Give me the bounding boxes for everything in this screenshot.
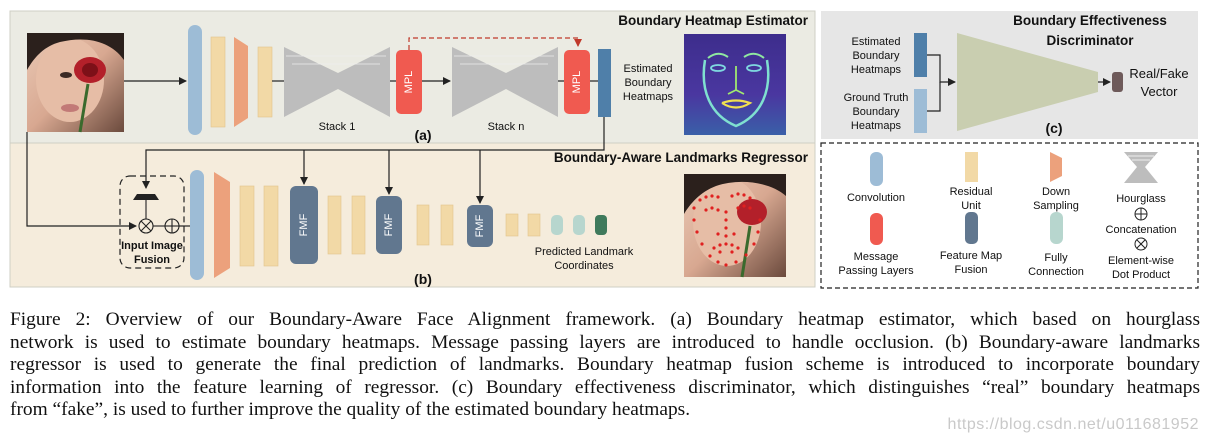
- mpl-block-2: MPL: [564, 50, 590, 114]
- caption-line-5: from “fake”, is used to further improve …: [10, 399, 691, 421]
- legend-hourglass-label: Hourglass: [1116, 193, 1166, 205]
- legend-mpl-label-1: Message: [854, 251, 899, 263]
- legend-convolution-swatch: [870, 152, 883, 186]
- stack-1-label: Stack 1: [319, 121, 356, 133]
- input-face-image-a: [27, 33, 124, 133]
- disc-input2-label-2: Boundary: [852, 106, 900, 118]
- disc-input1-label-2: Boundary: [852, 50, 900, 62]
- panel-c-title-1: Boundary Effectiveness: [1013, 13, 1167, 28]
- legend-dot-label-2: Dot Product: [1112, 269, 1170, 281]
- fusion-label-2: Fusion: [134, 254, 170, 266]
- predicted-landmark-label-1: Predicted Landmark: [535, 246, 634, 258]
- disc-input1-label-1: Estimated: [852, 36, 901, 48]
- panel-c: Boundary Effectiveness Discriminator Est…: [821, 11, 1198, 139]
- legend: Convolution Residual Unit Down Sampling …: [820, 142, 1199, 289]
- conv-block-b: [190, 170, 204, 280]
- legend-dot-label-1: Element-wise: [1108, 255, 1174, 267]
- stack-n-label: Stack n: [488, 121, 525, 133]
- disc-groundtruth-input: [914, 89, 927, 133]
- residual-block-b7: [505, 213, 519, 237]
- panel-c-tag: (c): [1045, 120, 1062, 136]
- framework-figure: Boundary Heatmap Estimator: [9, 10, 1199, 289]
- legend-residual-label-1: Residual: [950, 186, 993, 198]
- fmf-label-2: FMF: [383, 213, 395, 236]
- legend-fmf-swatch: [965, 212, 978, 244]
- residual-block-b4: [351, 195, 366, 255]
- fmf-block-3: FMF: [467, 205, 493, 247]
- legend-fc-swatch: [1050, 212, 1063, 244]
- fmf-block-2: FMF: [376, 196, 402, 254]
- fmf-label-1: FMF: [298, 213, 310, 236]
- legend-down-label-2: Sampling: [1033, 200, 1079, 212]
- panel-b-tag: (b): [414, 271, 432, 287]
- disc-estimated-input: [914, 33, 927, 77]
- heatmap-image: [684, 34, 786, 135]
- heatmap-output-block: [598, 49, 611, 117]
- fmf-block-1: FMF: [290, 186, 318, 264]
- panel-a-title: Boundary Heatmap Estimator: [618, 13, 809, 28]
- estimated-heatmaps-label-2: Boundary: [624, 77, 672, 89]
- figure-caption: Figure 2: Overview of our Boundary-Aware…: [10, 309, 1200, 422]
- hourglass-stack-1: [284, 47, 390, 117]
- caption-line-2: network is used to estimate boundary hea…: [10, 331, 1200, 353]
- input-image-fusion-box: [119, 175, 185, 269]
- panel-b-background: [9, 142, 816, 288]
- legend-residual-label-2: Unit: [961, 200, 981, 212]
- conv-block-a: [188, 25, 202, 135]
- discriminator-network: [957, 33, 1098, 131]
- disc-input2-label-1: Ground Truth: [844, 92, 909, 104]
- caption-line-1: Figure 2: Overview of our Boundary-Aware…: [10, 309, 1200, 330]
- predicted-landmark-label-2: Coordinates: [554, 260, 614, 272]
- real-fake-label-2: Vector: [1141, 84, 1179, 99]
- watermark: https://blog.csdn.net/u011681952: [947, 416, 1199, 433]
- estimated-heatmaps-label-1: Estimated: [624, 63, 673, 75]
- residual-block-b6: [440, 204, 454, 246]
- residual-block-a2: [257, 46, 273, 118]
- real-fake-label-1: Real/Fake: [1129, 66, 1188, 81]
- downsampling-block-a: [234, 37, 248, 127]
- legend-hourglass-swatch: [1124, 152, 1158, 183]
- panel-b-title: Boundary-Aware Landmarks Regressor: [554, 150, 809, 165]
- legend-fmf-label-1: Feature Map: [940, 250, 1002, 262]
- residual-block-b3: [327, 195, 342, 255]
- fmf-label-3: FMF: [474, 214, 486, 237]
- panel-b: Boundary-Aware Landmarks Regressor Input…: [9, 117, 816, 288]
- landmark-face-image: [684, 174, 786, 278]
- legend-concat-label: Concatenation: [1106, 224, 1177, 236]
- caption-line-4: information into the feature learning of…: [10, 376, 1200, 398]
- downsampling-block-b: [214, 172, 230, 278]
- fc-output-block: [595, 215, 607, 235]
- fc-block-1: [551, 215, 563, 235]
- legend-fc-label-1: Fully: [1044, 252, 1068, 264]
- panel-a-tag: (a): [414, 127, 431, 143]
- legend-dot-product-icon: [1134, 237, 1148, 251]
- legend-mpl-swatch: [870, 213, 883, 245]
- mpl-block-1: MPL: [396, 50, 422, 114]
- residual-block-b1: [239, 185, 255, 267]
- mpl-label-1: MPL: [403, 71, 415, 94]
- disc-input2-label-3: Heatmaps: [851, 120, 902, 132]
- legend-fc-label-2: Connection: [1028, 266, 1084, 278]
- residual-block-b2: [263, 185, 279, 267]
- fc-block-2: [573, 215, 585, 235]
- panel-c-title-2: Discriminator: [1046, 33, 1134, 48]
- legend-residual-swatch: [965, 152, 978, 182]
- legend-mpl-label-2: Passing Layers: [838, 265, 914, 277]
- legend-down-swatch: [1050, 152, 1062, 182]
- real-fake-vector-block: [1112, 72, 1123, 92]
- legend-fmf-label-2: Fusion: [954, 264, 987, 276]
- residual-block-b5: [416, 204, 430, 246]
- disc-input1-label-3: Heatmaps: [851, 64, 902, 76]
- panel-a: Boundary Heatmap Estimator: [9, 10, 816, 144]
- legend-convolution-label: Convolution: [847, 192, 905, 204]
- hourglass-stack-n: [452, 47, 558, 117]
- estimated-heatmaps-label-3: Heatmaps: [623, 91, 674, 103]
- residual-block-b8: [527, 213, 541, 237]
- fusion-label-1: Input Image: [121, 240, 183, 252]
- residual-block-a1: [210, 36, 226, 128]
- legend-down-label-1: Down: [1042, 186, 1070, 198]
- caption-line-3: regressor is used to generate the final …: [10, 354, 1200, 376]
- mpl-label-2: MPL: [571, 71, 583, 94]
